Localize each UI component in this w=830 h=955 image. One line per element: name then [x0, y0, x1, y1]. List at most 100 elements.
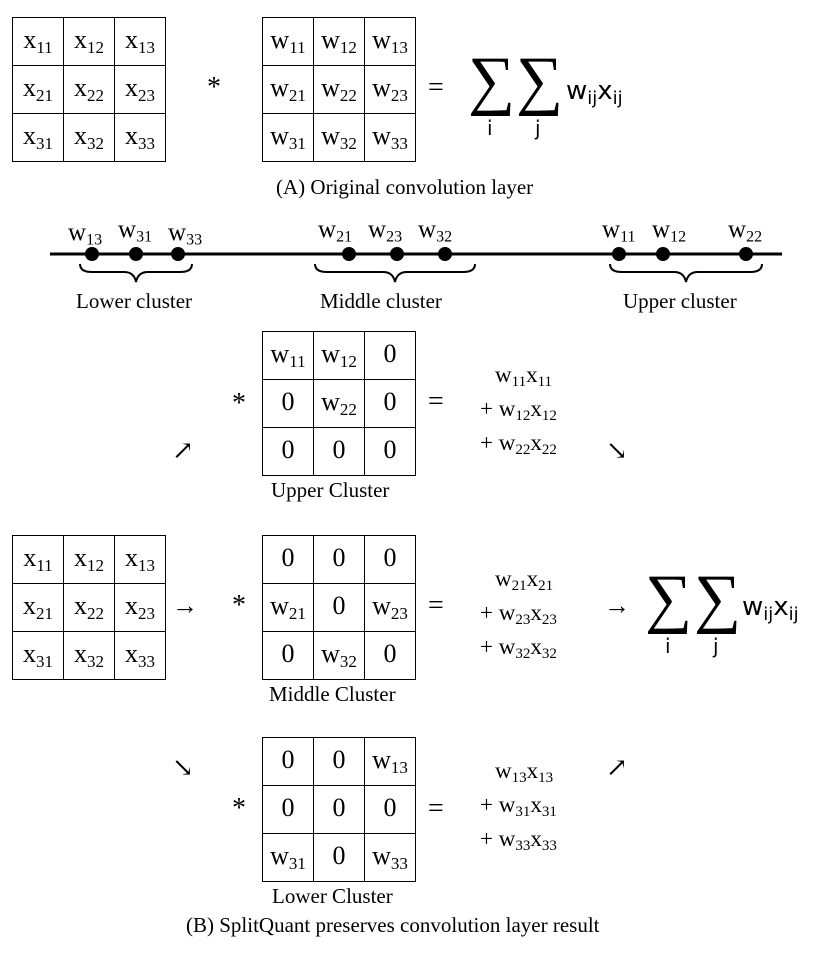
matrix-cell: x23	[114, 583, 166, 632]
matrix-cell: w21	[262, 583, 314, 632]
weight-point	[390, 247, 404, 261]
sigma-symbol: ∑	[468, 44, 516, 117]
matrix-cell: 0	[313, 785, 365, 834]
matrix-cell: w22	[313, 379, 365, 428]
conv-operator-a: *	[207, 72, 221, 103]
weight-point	[612, 247, 626, 261]
matrix-cell: 0	[364, 535, 416, 584]
lower-cluster-kernel-label: Lower Cluster	[272, 884, 393, 908]
equals-sign-upper: =	[428, 386, 444, 417]
equals-sign-lower: =	[428, 793, 444, 824]
matrix-cell: x23	[114, 65, 166, 114]
term-line: w21x21	[495, 566, 554, 595]
matrix-cell: x33	[114, 631, 166, 680]
term-line: w11x11	[495, 362, 553, 391]
weight-point	[438, 247, 452, 261]
matrix-cell: 0	[364, 379, 416, 428]
arrow-right-icon: →	[604, 591, 630, 620]
matrix-cell: w11	[262, 331, 314, 380]
arrow-up-right-icon: ↗	[172, 436, 194, 465]
matrix-cell: x31	[12, 113, 64, 162]
conv-operator-middle: *	[232, 590, 246, 621]
matrix-cell: 0	[262, 379, 314, 428]
middle-cluster-label: Middle cluster	[320, 289, 442, 313]
matrix-cell: 0	[313, 833, 365, 882]
matrix-cell: x32	[63, 113, 115, 162]
sum-term: wijxij	[566, 76, 623, 110]
matrix-cell: w23	[364, 583, 416, 632]
matrix-cell: x11	[12, 535, 64, 584]
matrix-cell: x21	[12, 65, 64, 114]
matrix-cell: 0	[313, 583, 365, 632]
term-line: + w22x22	[480, 430, 557, 459]
matrix-cell: w11	[262, 17, 314, 66]
weight-label: w22	[728, 216, 763, 246]
matrix-cell: x33	[114, 113, 166, 162]
matrix-cell: x11	[12, 17, 64, 66]
upper-cluster-kernel-label: Upper Cluster	[271, 478, 390, 502]
sum-index-i: i	[665, 634, 671, 658]
matrix-cell: 0	[364, 785, 416, 834]
matrix-cell: w31	[262, 833, 314, 882]
equals-sign-a: =	[428, 72, 444, 103]
matrix-cell: 0	[262, 785, 314, 834]
sum-index-j: j	[713, 634, 719, 658]
middle-cluster-kernel: 0 0 0 w21 0 w23 0 w32 0	[262, 535, 416, 680]
lower-cluster-label: Lower cluster	[76, 289, 193, 313]
weight-label: w33	[168, 219, 203, 249]
matrix-cell: 0	[262, 535, 314, 584]
matrix-cell: w21	[262, 65, 314, 114]
weight-point	[171, 247, 185, 261]
weight-point	[739, 247, 753, 261]
sigma-symbol: ∑	[516, 44, 564, 117]
weight-point	[656, 247, 670, 261]
matrix-cell: w13	[364, 737, 416, 786]
weight-label: w31	[118, 216, 153, 246]
matrix-cell: w32	[313, 113, 365, 162]
middle-cluster-brace	[314, 263, 476, 283]
arrow-up-right-icon: ↗	[606, 753, 628, 782]
matrix-cell: w13	[364, 17, 416, 66]
weight-point	[342, 247, 356, 261]
matrix-cell: 0	[313, 737, 365, 786]
matrix-cell: x22	[63, 65, 115, 114]
arrow-right-icon: →	[172, 591, 198, 620]
lower-cluster-brace	[79, 263, 193, 283]
upper-cluster-label: Upper cluster	[623, 289, 737, 313]
matrix-cell: w32	[313, 631, 365, 680]
matrix-cell: 0	[262, 631, 314, 680]
matrix-cell: x32	[63, 631, 115, 680]
matrix-cell: w22	[313, 65, 365, 114]
arrow-down-right-icon: ↘	[172, 753, 194, 782]
upper-cluster-kernel: w11 w12 0 0 w22 0 0 0 0	[262, 331, 416, 476]
sigma-symbol: ∑	[645, 562, 693, 635]
matrix-cell: 0	[364, 631, 416, 680]
weight-point	[85, 247, 99, 261]
matrix-cell: 0	[262, 737, 314, 786]
matrix-cell: 0	[313, 427, 365, 476]
matrix-cell: x21	[12, 583, 64, 632]
sum-term: wijxij	[742, 592, 799, 626]
term-line: + w32x32	[480, 634, 557, 663]
weight-label: w12	[652, 216, 687, 246]
weight-label: w13	[68, 219, 103, 249]
matrix-cell: w33	[364, 833, 416, 882]
matrix-cell: w31	[262, 113, 314, 162]
matrix-cell: 0	[313, 535, 365, 584]
term-line: + w33x33	[480, 826, 557, 855]
weight-label: w23	[368, 216, 403, 246]
arrow-down-right-icon: ↘	[606, 436, 628, 465]
term-line: + w23x23	[480, 600, 557, 629]
lower-cluster-kernel: 0 0 w13 0 0 0 w31 0 w33	[262, 737, 416, 882]
input-matrix-b: x11 x12 x13 x21 x22 x23 x31 x32 x33	[12, 535, 166, 680]
matrix-cell: 0	[262, 427, 314, 476]
matrix-cell: x22	[63, 583, 115, 632]
term-line: + w12x12	[480, 396, 557, 425]
matrix-cell: x12	[63, 17, 115, 66]
equals-sign-middle: =	[428, 590, 444, 621]
matrix-cell: x13	[114, 535, 166, 584]
matrix-cell: x12	[63, 535, 115, 584]
matrix-cell: w23	[364, 65, 416, 114]
matrix-cell: 0	[364, 427, 416, 476]
input-matrix-a: x11 x12 x13 x21 x22 x23 x31 x32 x33	[12, 17, 166, 162]
